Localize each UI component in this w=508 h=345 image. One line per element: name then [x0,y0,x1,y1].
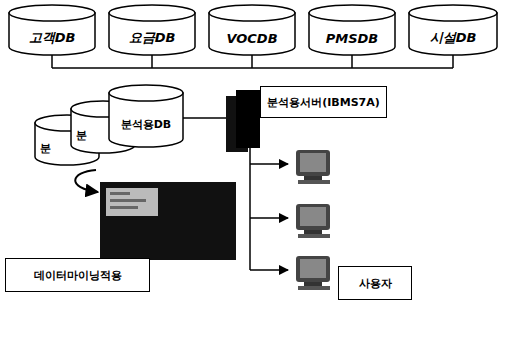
source-db: PMSDB [308,4,396,56]
node-label: 분석용DB [121,117,172,132]
node-label: 분 [76,128,87,143]
node-label: 사용자 [359,276,392,291]
node-label: 요금DB [129,29,176,47]
analysis-db: 분석용DB [108,84,184,148]
node-label: 시설DB [430,29,477,47]
node-label: VOCDB [226,31,277,46]
node-label: 데이터마이닝적용 [34,268,122,283]
cylinder-outline [108,84,184,148]
source-db: VOCDB [208,4,296,56]
cylinder-outline [308,4,396,56]
bus-line [52,55,453,68]
node-label: 고객DB [29,29,76,47]
server-box: 분석용서버(IBMS7A) [260,86,387,118]
node-label: 분석용서버(IBMS7A) [267,95,380,110]
label-box: 사용자 [338,266,412,300]
curved-arrow [75,170,98,192]
node-label: PMSDB [326,31,379,46]
mining-screen [100,182,236,260]
cylinder-outline [208,4,296,56]
computer-terminals [296,150,330,290]
distribution-arrows [250,148,288,270]
process-box: 데이터마이닝적용 [5,258,150,292]
source-db: 고객DB [8,4,96,56]
node-label: 분 [40,141,51,156]
source-db: 시설DB [408,4,498,56]
server-hardware [182,90,260,152]
source-db: 요금DB [108,4,196,56]
